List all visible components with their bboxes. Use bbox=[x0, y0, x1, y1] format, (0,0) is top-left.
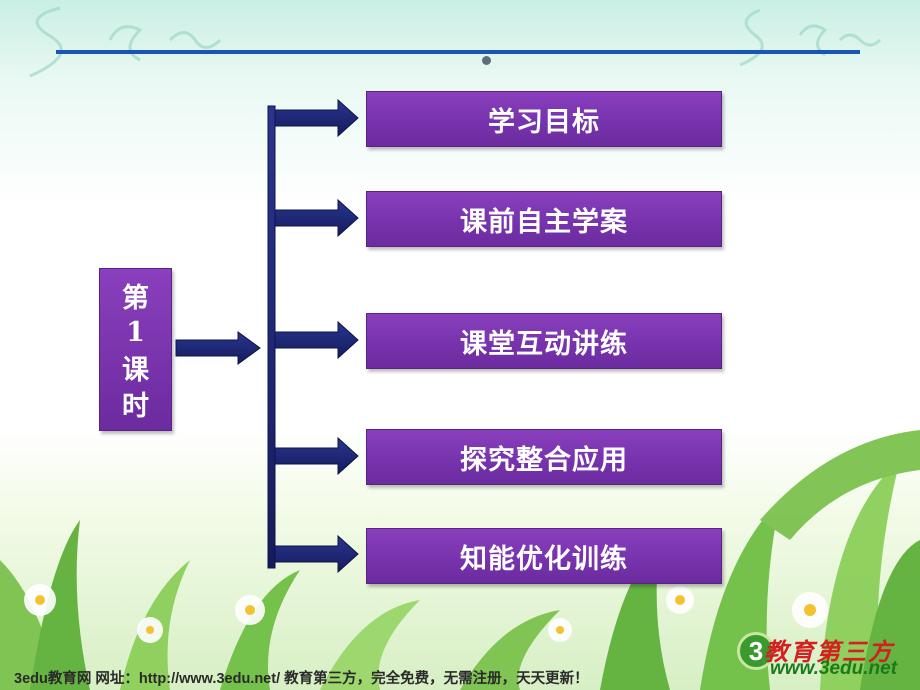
menu-item-pre-class-study[interactable]: 课前自主学案 bbox=[366, 191, 722, 247]
right-arrow-icon bbox=[175, 331, 261, 365]
right-arrow-icon bbox=[274, 320, 359, 360]
right-arrow-icon bbox=[274, 534, 359, 574]
lesson-label-char: 1 bbox=[126, 317, 145, 348]
menu-item-label: 探究整合应用 bbox=[460, 444, 628, 476]
menu-item-classroom-practice[interactable]: 课堂互动讲练 bbox=[366, 313, 722, 369]
right-arrow-icon bbox=[274, 98, 359, 138]
right-arrow-icon bbox=[274, 436, 359, 476]
brand-url[interactable]: www.3edu.net bbox=[770, 658, 898, 679]
lesson-label-box: 第 1 课 时 bbox=[99, 268, 172, 431]
right-arrow-icon bbox=[274, 198, 359, 238]
menu-item-label: 课堂互动讲练 bbox=[460, 328, 628, 360]
header-rule bbox=[56, 50, 860, 54]
menu-item-learning-goals[interactable]: 学习目标 bbox=[366, 91, 722, 147]
menu-item-label: 学习目标 bbox=[488, 106, 600, 138]
lesson-label-char: 第 bbox=[122, 283, 149, 314]
header-dot bbox=[482, 56, 491, 65]
lesson-label-char: 时 bbox=[122, 391, 149, 422]
menu-item-label: 知能优化训练 bbox=[460, 543, 628, 575]
footer-text: 3edu教育网 网址：http://www.3edu.net/ 教育第三方，完全… bbox=[14, 671, 589, 687]
menu-item-label: 课前自主学案 bbox=[460, 206, 628, 238]
menu-item-inquiry-application[interactable]: 探究整合应用 bbox=[366, 429, 722, 485]
brand-name: 教育第三方 bbox=[764, 637, 894, 666]
menu-item-skill-training[interactable]: 知能优化训练 bbox=[366, 528, 722, 584]
brand-logo-icon: 3 bbox=[737, 632, 775, 670]
vertical-connector-bar bbox=[267, 105, 276, 569]
lesson-label-char: 课 bbox=[122, 355, 149, 386]
